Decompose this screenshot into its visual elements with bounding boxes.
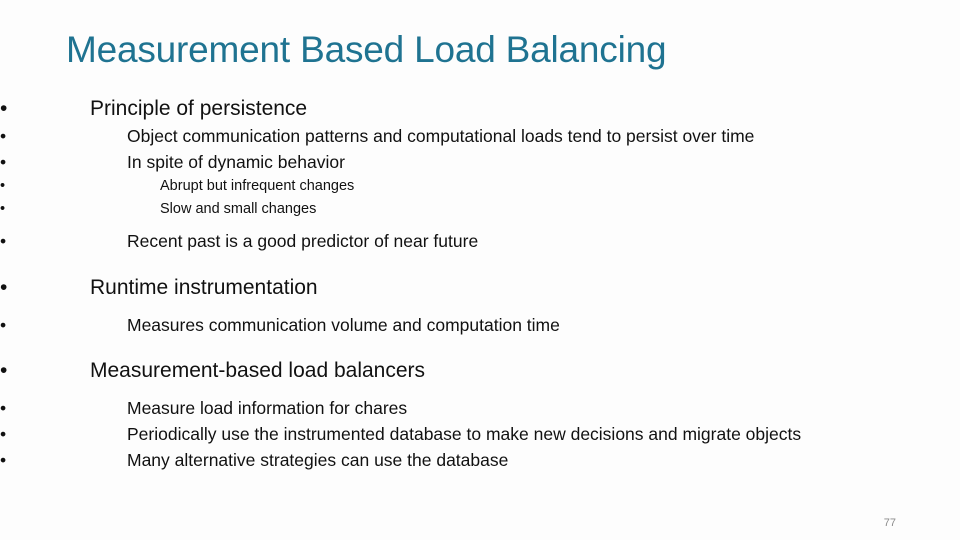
bullet-item-principle-of-persistence: • Principle of persistence [0, 94, 960, 123]
bullet-text: Periodically use the instrumented databa… [127, 424, 802, 444]
bullet-item-runtime-instrumentation: • Runtime instrumentation [0, 273, 960, 302]
bullet-dot-icon: • [0, 201, 6, 217]
bullet-dot-icon: • [0, 126, 7, 146]
bullet-dot-icon: • [0, 315, 7, 335]
bullet-item-object-communication-patterns: • Object communication patterns and comp… [0, 123, 960, 149]
bullet-text: Slow and small changes [160, 201, 317, 217]
bullet-dot-icon: • [0, 178, 6, 194]
bullet-text: In spite of dynamic behavior [127, 152, 345, 172]
bullet-text: Measurement-based load balancers [90, 359, 426, 382]
bullet-dot-icon: • [0, 359, 8, 382]
bullet-item-periodically-use-instrumented-database: • Periodically use the instrumented data… [0, 421, 960, 447]
bullet-dot-icon: • [0, 450, 7, 470]
bullet-text: Many alternative strategies can use the … [127, 450, 509, 470]
bullet-item-measures-communication-volume: • Measures communication volume and comp… [0, 312, 960, 338]
bullet-item-slow-and-small-changes: • Slow and small changes [0, 198, 960, 221]
bullet-dot-icon: • [0, 398, 7, 418]
bullet-text: Abrupt but infrequent changes [160, 178, 355, 194]
bullet-dot-icon: • [0, 424, 7, 444]
bullet-dot-icon: • [0, 276, 8, 299]
bullet-item-many-alternative-strategies: • Many alternative strategies can use th… [0, 447, 960, 473]
slide-body: • Principle of persistence • Object comm… [0, 94, 960, 473]
bullet-item-in-spite-of-dynamic-behavior: • In spite of dynamic behavior [0, 149, 960, 175]
bullet-text: Measures communication volume and comput… [127, 315, 560, 335]
bullet-dot-icon: • [0, 231, 7, 251]
bullet-item-recent-past-predictor: • Recent past is a good predictor of nea… [0, 228, 960, 254]
page-number: 77 [883, 517, 896, 529]
bullet-dot-icon: • [0, 97, 8, 120]
bullet-item-abrupt-but-infrequent-changes: • Abrupt but infrequent changes [0, 175, 960, 198]
slide-title: Measurement Based Load Balancing [66, 29, 667, 70]
bullet-dot-icon: • [0, 152, 7, 172]
bullet-item-measure-load-information-for-chares: • Measure load information for chares [0, 395, 960, 421]
bullet-text: Measure load information for chares [127, 398, 408, 418]
bullet-text: Principle of persistence [90, 97, 308, 120]
bullet-item-measurement-based-load-balancers: • Measurement-based load balancers [0, 356, 960, 385]
bullet-text: Runtime instrumentation [90, 276, 318, 299]
bullet-list: • Principle of persistence • Object comm… [0, 94, 960, 473]
bullet-text: Recent past is a good predictor of near … [127, 231, 479, 251]
bullet-text: Object communication patterns and comput… [127, 126, 755, 146]
